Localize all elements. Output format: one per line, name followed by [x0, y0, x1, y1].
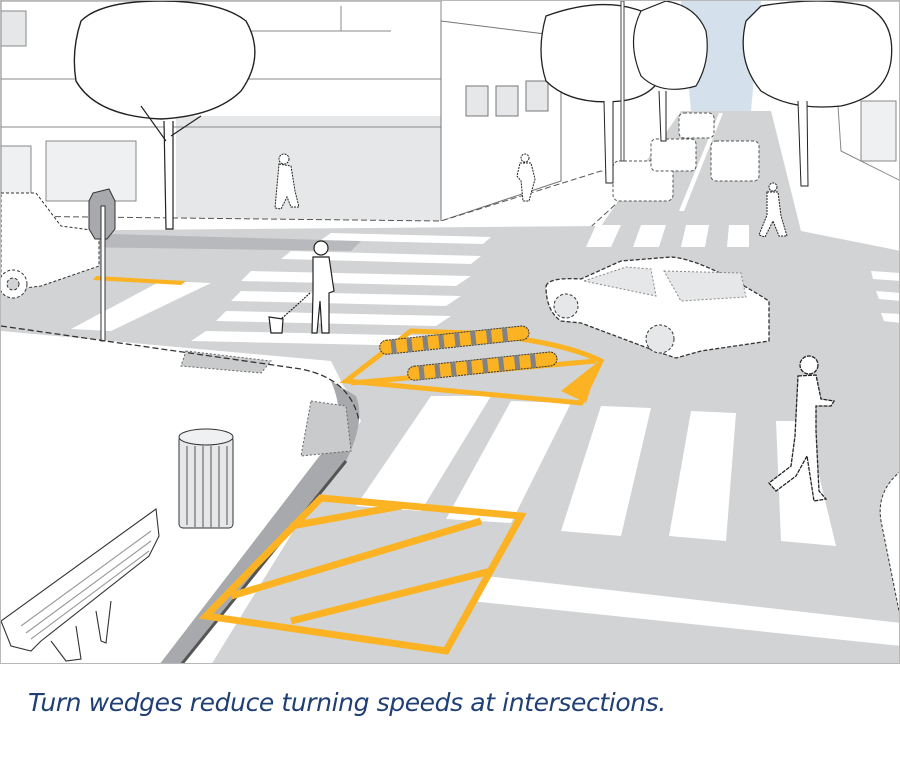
tactile-paving-lower — [300, 400, 352, 457]
pedestrian-with-dog — [268, 240, 335, 334]
rubber-bump-upper — [379, 325, 530, 355]
curb-line-upper-left — [1, 325, 360, 422]
crosswalk-left — [191, 233, 491, 346]
intersection-illustration — [0, 0, 900, 664]
stop-bar-left — [71, 281, 211, 331]
pedestrian-on-phone — [768, 355, 836, 502]
rubber-bump-lower — [407, 351, 558, 381]
tree-left-corner — [73, 1, 256, 230]
tactile-paving-upper — [180, 350, 272, 374]
turn-wedge-with-rubber-bumps — [339, 325, 605, 406]
pedestrian-far-crosswalk — [758, 182, 788, 238]
curb-edge — [180, 460, 348, 663]
crosswalk-right — [871, 271, 899, 323]
turn-wedge-hatched — [198, 494, 527, 655]
pedestrian-sidewalk-center — [516, 153, 536, 202]
curb-right — [879, 472, 899, 614]
tree-right-street-2 — [632, 1, 708, 142]
crosswalk-far — [586, 225, 749, 247]
crosswalk-near — [356, 396, 836, 546]
pedestrian-sidewalk-left — [274, 153, 300, 210]
parked-suv-left — [1, 192, 100, 299]
stop-bar-near — [471, 576, 899, 646]
illustration-canvas — [1, 1, 899, 663]
trash-can — [178, 428, 234, 529]
utility-pole — [620, 1, 625, 162]
sedan-turning — [545, 256, 770, 359]
yellow-edge-line-left — [93, 276, 186, 285]
bench — [1, 508, 160, 662]
figure-caption: Turn wedges reduce turning speeds at int… — [28, 688, 666, 717]
tree-far-right — [742, 1, 893, 187]
